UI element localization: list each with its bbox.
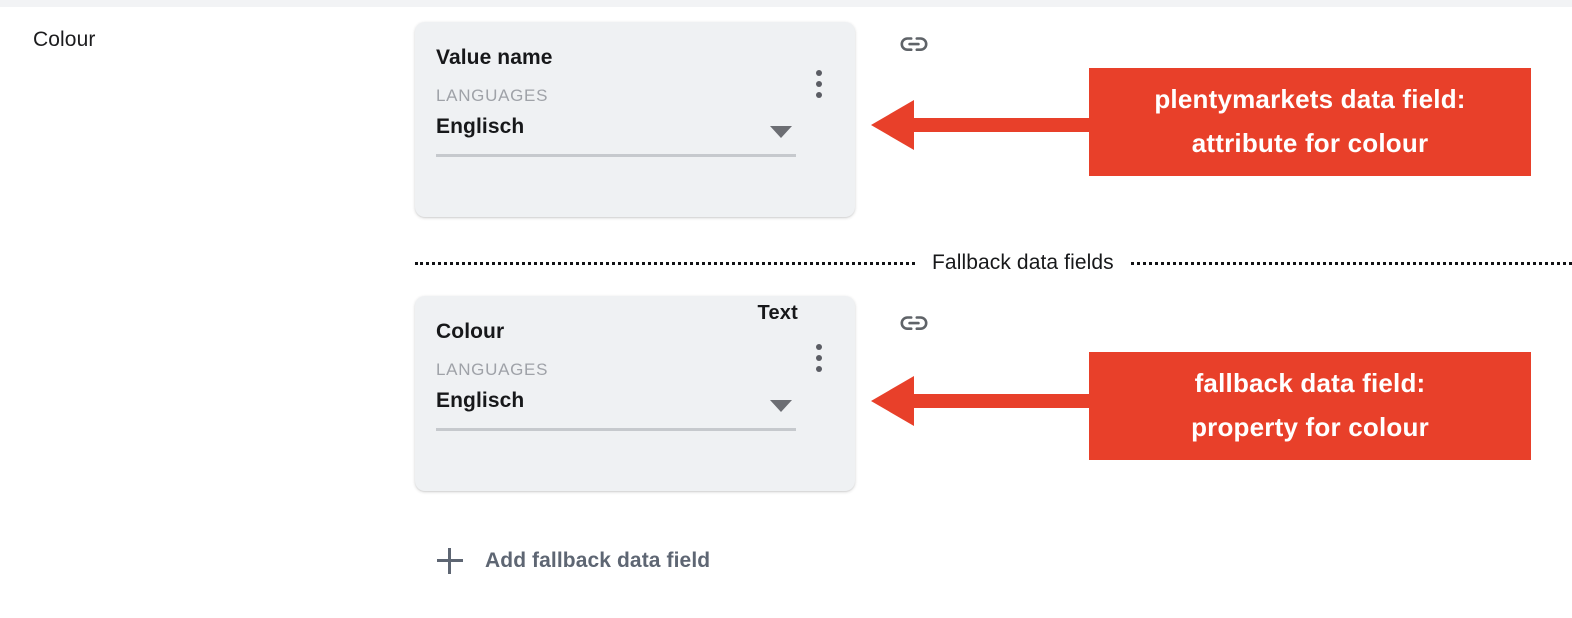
dot bbox=[816, 70, 822, 76]
divider-label: Fallback data fields bbox=[932, 251, 1114, 274]
dot bbox=[816, 366, 822, 372]
annotation-label-primary: plentymarkets data field: attribute for … bbox=[1089, 68, 1531, 176]
annotation-arrow-fallback bbox=[871, 376, 1091, 426]
annotation-primary-line2: attribute for colour bbox=[1191, 128, 1429, 158]
primary-card-title: Value name bbox=[436, 46, 553, 69]
dot bbox=[816, 81, 822, 87]
fallback-card-title: Colour bbox=[436, 320, 505, 343]
fallback-type-badge: Text bbox=[757, 302, 798, 324]
fallback-data-field-card[interactable]: Text Colour LANGUAGES Englisch bbox=[415, 296, 855, 491]
dot bbox=[816, 355, 822, 361]
dot bbox=[816, 344, 822, 350]
annotation-fallback-line2: property for colour bbox=[1191, 412, 1429, 442]
section-label: Colour bbox=[33, 28, 96, 51]
fallback-languages-caption: LANGUAGES bbox=[436, 360, 549, 379]
primary-data-field-card[interactable]: Value name LANGUAGES Englisch bbox=[415, 22, 855, 217]
annotation-fallback-line1: fallback data field: bbox=[1194, 368, 1426, 398]
annotation-label-fallback: fallback data field: property for colour bbox=[1089, 352, 1531, 460]
primary-language-select[interactable]: Englisch bbox=[436, 112, 796, 157]
fallback-divider: Fallback data fields bbox=[415, 248, 1572, 278]
primary-language-value: Englisch bbox=[436, 115, 525, 138]
link-icon[interactable] bbox=[896, 26, 932, 62]
more-vert-icon[interactable] bbox=[816, 70, 822, 98]
link-icon[interactable] bbox=[896, 305, 932, 341]
arrow-head bbox=[871, 100, 914, 150]
annotation-primary-line1: plentymarkets data field: bbox=[1154, 84, 1466, 114]
plus-icon bbox=[437, 548, 463, 574]
dot bbox=[816, 92, 822, 98]
chevron-down-icon bbox=[770, 400, 792, 412]
add-fallback-data-field-label: Add fallback data field bbox=[485, 549, 711, 572]
arrow-head bbox=[871, 376, 914, 426]
chevron-down-icon bbox=[770, 126, 792, 138]
divider-dots-left bbox=[415, 261, 915, 265]
more-vert-icon[interactable] bbox=[816, 344, 822, 372]
top-strip bbox=[0, 0, 1572, 7]
arrow-shaft bbox=[913, 118, 1091, 132]
add-fallback-data-field-button[interactable]: Add fallback data field bbox=[437, 548, 710, 574]
arrow-shaft bbox=[913, 394, 1091, 408]
fallback-language-select[interactable]: Englisch bbox=[436, 386, 796, 431]
fallback-language-value: Englisch bbox=[436, 389, 525, 412]
annotation-arrow-primary bbox=[871, 100, 1091, 150]
primary-languages-caption: LANGUAGES bbox=[436, 86, 549, 105]
divider-dots-right bbox=[1130, 261, 1572, 265]
